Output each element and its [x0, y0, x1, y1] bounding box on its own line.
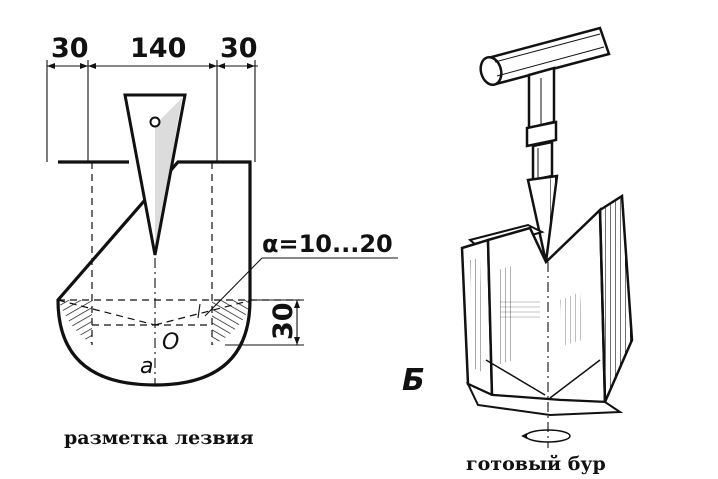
- dim-center-label: 140: [130, 33, 186, 64]
- rotation-arrow-icon: [521, 429, 571, 443]
- cut-line-left-slant: [57, 299, 156, 326]
- auger-body: [460, 193, 634, 417]
- finished-auger-drawing: Б готовый бур: [402, 26, 634, 475]
- point-o-label: O: [162, 330, 179, 355]
- height-dimension: [225, 299, 304, 346]
- top-dimension-line: [46, 60, 258, 162]
- wedge-slot: [123, 93, 187, 256]
- panel-label: Б: [402, 363, 425, 398]
- shaft: [525, 66, 558, 182]
- point-a-label: a: [140, 354, 153, 379]
- dim-right-label: 30: [220, 33, 258, 64]
- angle-label: α=10...20: [262, 230, 393, 258]
- left-caption: разметка лезвия: [64, 427, 254, 449]
- wedge-shade: [155, 98, 182, 255]
- hatch-left: [58, 300, 92, 344]
- height-dim-label: 30: [268, 302, 299, 340]
- wedge-hole: [149, 116, 161, 128]
- hatch-right: [212, 300, 252, 345]
- cut-line-right-slant: [154, 299, 253, 326]
- blade-marking-drawing: 30 140 30 α=10...20: [46, 33, 398, 449]
- angle-leader: [197, 257, 398, 319]
- dim-left-label: 30: [51, 33, 89, 64]
- right-caption: готовый бур: [466, 453, 606, 475]
- handle-crossbar: [479, 26, 611, 87]
